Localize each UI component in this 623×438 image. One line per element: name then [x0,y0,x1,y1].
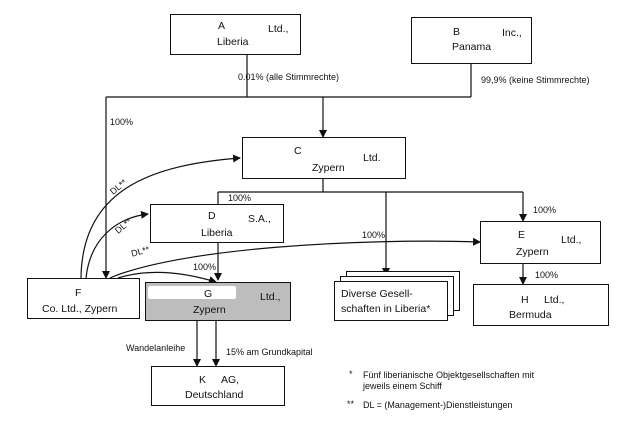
entity-c-box: C Ltd. Zypern [242,137,406,179]
entity-k-letter: K [199,374,207,386]
footnote-1-line1: Fünf liberianische Objektgesellschaften … [363,370,535,380]
diverse-line2: schaften in Liberia* [341,303,431,315]
entity-b-letter: B [453,26,461,38]
diverse-box: Diverse Gesell- schaften in Liberia* [334,281,448,321]
entity-g-place: Zypern [193,304,226,316]
label-c-to-d: 100% [228,193,252,203]
entity-b-box: B Inc., Panama [411,17,532,64]
entity-k-place: Deutschland [185,389,244,401]
entity-a-suffix: Ltd., [268,23,289,35]
entity-c-place: Zypern [312,162,345,174]
entity-b-place: Panama [452,41,492,53]
entity-f-letter: F [75,287,82,299]
label-wandelanleihe: Wandelanleihe [126,343,186,353]
entity-h-place: Bermuda [509,309,552,321]
entity-a-box: A Ltd., Liberia [170,14,301,55]
label-b-to-c: 99,9% (keine Stimmrechte) [481,75,590,85]
entity-d-letter: D [208,210,216,222]
entity-k-box: K AG, Deutschland [151,366,285,406]
entity-c-suffix: Ltd. [363,152,381,164]
footnote-1-line2: jeweils einem Schiff [363,381,442,391]
entity-d-place: Liberia [201,227,233,239]
entity-f-place: Co. Ltd., Zypern [42,303,118,315]
entity-e-place: Zypern [516,246,549,258]
arrow-f-to-g [117,271,217,284]
label-e-to-h: 100% [535,270,559,280]
entity-f-box: F Co. Ltd., Zypern [27,278,140,319]
entity-h-box: H Ltd., Bermuda [473,284,609,326]
footnote-2-text: DL = (Management-)Dienstleistungen [363,400,513,410]
label-grundkapital: 15% am Grundkapital [226,347,313,357]
entity-e-box: E Ltd., Zypern [480,221,601,264]
footnote-2-mark: ** [347,399,355,409]
arrow-dl-to-e [109,237,481,279]
diverse-line1: Diverse Gesell- [341,288,413,300]
entity-d-box: D S.A., Liberia [150,204,284,243]
entity-a-place: Liberia [217,36,249,48]
entity-b-suffix: Inc., [502,27,522,39]
entity-g-letter: G [204,288,213,300]
label-f-to-g: 100% [193,262,217,272]
entity-g-suffix: Ltd., [260,291,281,303]
entity-h-letter: H [521,294,529,306]
entity-e-suffix: Ltd., [561,234,582,246]
arrow-dl-to-d [85,210,149,279]
entity-a-letter: A [218,20,226,32]
entity-d-suffix: S.A., [248,213,271,225]
label-f-to-c: 100% [110,117,134,127]
entity-c-letter: C [294,145,302,157]
footnote-1-mark: * [349,369,353,379]
entity-k-suffix: AG, [221,374,240,386]
label-c-to-diverse: 100% [362,230,386,240]
arrow-dl-to-c [80,154,241,279]
redaction-mark [148,286,236,299]
entity-g-box: G Ltd., Zypern [145,282,291,321]
entity-h-suffix: Ltd., [544,294,565,306]
label-a-to-c: 0.01% (alle Stimmrechte) [238,72,340,82]
entity-e-letter: E [518,229,526,241]
label-c-to-e: 100% [533,205,557,215]
